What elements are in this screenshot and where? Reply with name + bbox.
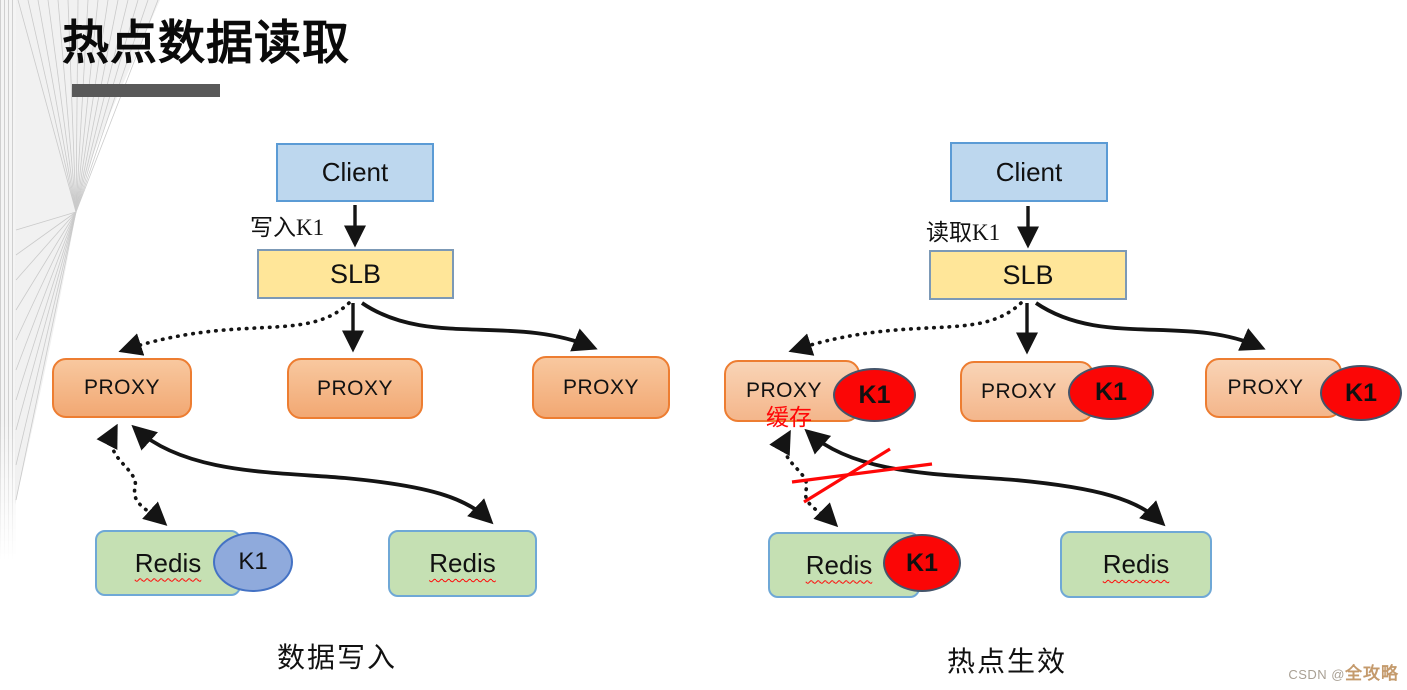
redis-node: Redis [1060, 531, 1212, 598]
redis-label: Redis [805, 549, 873, 580]
key-k1-oval-red: K1 [1068, 365, 1154, 420]
arrow-slb-proxy1-right-dotted [788, 301, 1023, 356]
watermark: CSDN @全攻略 [1288, 659, 1399, 684]
page-title: 热点数据读取 [62, 16, 350, 69]
key-k1-oval-red: K1 [833, 368, 916, 422]
proxy-node: PROXY [287, 358, 423, 419]
key-k1-oval-red: K1 [883, 534, 961, 592]
arrow-slb-proxy3-right [1034, 301, 1266, 351]
title-underline-bar [72, 84, 220, 97]
arrow-proxy1-redis1-right-dotted [769, 429, 839, 528]
caption-right: 热点生效 [947, 646, 1068, 677]
red-cross-line [803, 447, 891, 504]
fan-decoration [15, 0, 160, 505]
client-node-left: Client [276, 143, 434, 202]
slb-node-left: SLB [257, 249, 454, 299]
edge-label-read-k1: 读取K1 [926, 220, 1001, 245]
proxy-node: PROXY [532, 356, 670, 419]
watermark-prefix: CSDN @ [1288, 667, 1345, 682]
proxy-node: PROXY [52, 358, 192, 418]
redis-node: Redis [388, 530, 537, 597]
cache-note: 缓存 [766, 404, 812, 430]
left-stripe-decoration [0, 0, 16, 560]
slb-node-right: SLB [929, 250, 1127, 300]
client-node-right: Client [950, 142, 1108, 202]
watermark-name: 全攻略 [1345, 664, 1399, 683]
redis-label: Redis [1102, 549, 1170, 579]
arrow-slb-proxy3-left [360, 301, 598, 352]
redis-label: Redis [429, 548, 496, 578]
edge-label-write-k1: 写入K1 [250, 215, 325, 240]
red-cross-line [791, 462, 933, 484]
key-k1-oval-blue: K1 [213, 532, 293, 592]
caption-left: 数据写入 [277, 642, 398, 673]
redis-label: Redis [134, 547, 202, 578]
key-k1-oval-red: K1 [1320, 365, 1402, 421]
arrow-proxy1-redis2-right [804, 428, 1166, 527]
arrow-proxy1-redis2-left [131, 424, 494, 525]
